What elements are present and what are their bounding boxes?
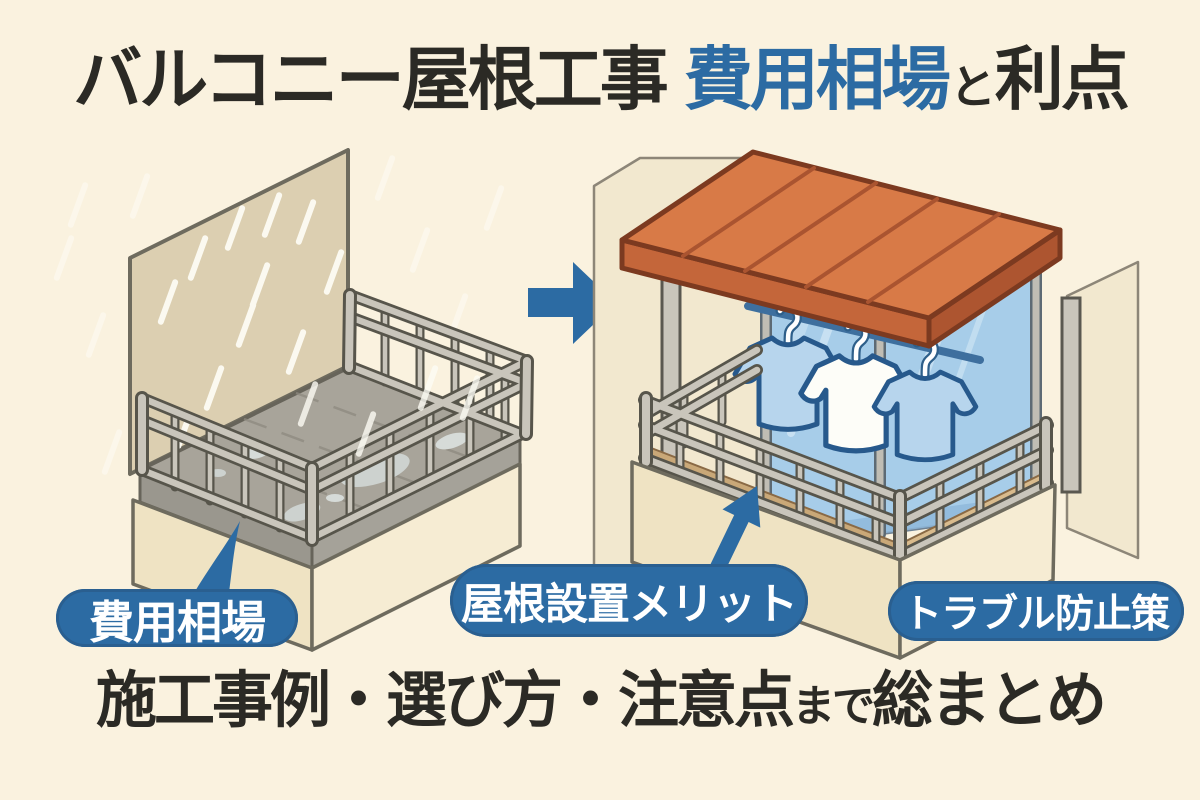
- title-prefix: バルコニー屋根工事: [73, 41, 669, 118]
- balcony-roof: [619, 149, 1063, 349]
- callout-merit-label: 屋根設置メリット: [450, 564, 808, 637]
- roof-top-panel: [619, 149, 1063, 321]
- callout-cost-label: 費用相場: [56, 589, 298, 648]
- footer-small: まで: [792, 683, 875, 731]
- footer-tagline: 施工事例・選び方・注意点まで総まとめ: [0, 664, 1200, 737]
- balcony-with-roof-illustration: [592, 149, 1140, 660]
- title-suffix: 利点: [994, 41, 1130, 118]
- callout-merit-text: 屋根設置メリット: [461, 580, 798, 629]
- roof-panel-seams: [681, 166, 1001, 304]
- callout-prevention-text: トラブル防止策: [902, 593, 1170, 636]
- callout-cost-text: 費用相場: [88, 596, 266, 648]
- footer-main-right: 総まとめ: [872, 666, 1107, 734]
- balcony-railing: [135, 288, 534, 547]
- balcony-without-roof-illustration: [52, 148, 534, 652]
- page-title: バルコニー屋根工事費用相場と利点: [0, 42, 1200, 118]
- title-highlight: 費用相場: [683, 41, 951, 118]
- title-connector: と: [949, 61, 996, 113]
- cost-label-tail: [188, 521, 240, 604]
- roofed-balcony-railing: [638, 344, 1054, 567]
- footer-main-left: 施工事例・選び方・注意点: [95, 666, 795, 734]
- roof-support-post-right: [1060, 296, 1082, 494]
- callout-prevention-label: トラブル防止策: [888, 581, 1184, 641]
